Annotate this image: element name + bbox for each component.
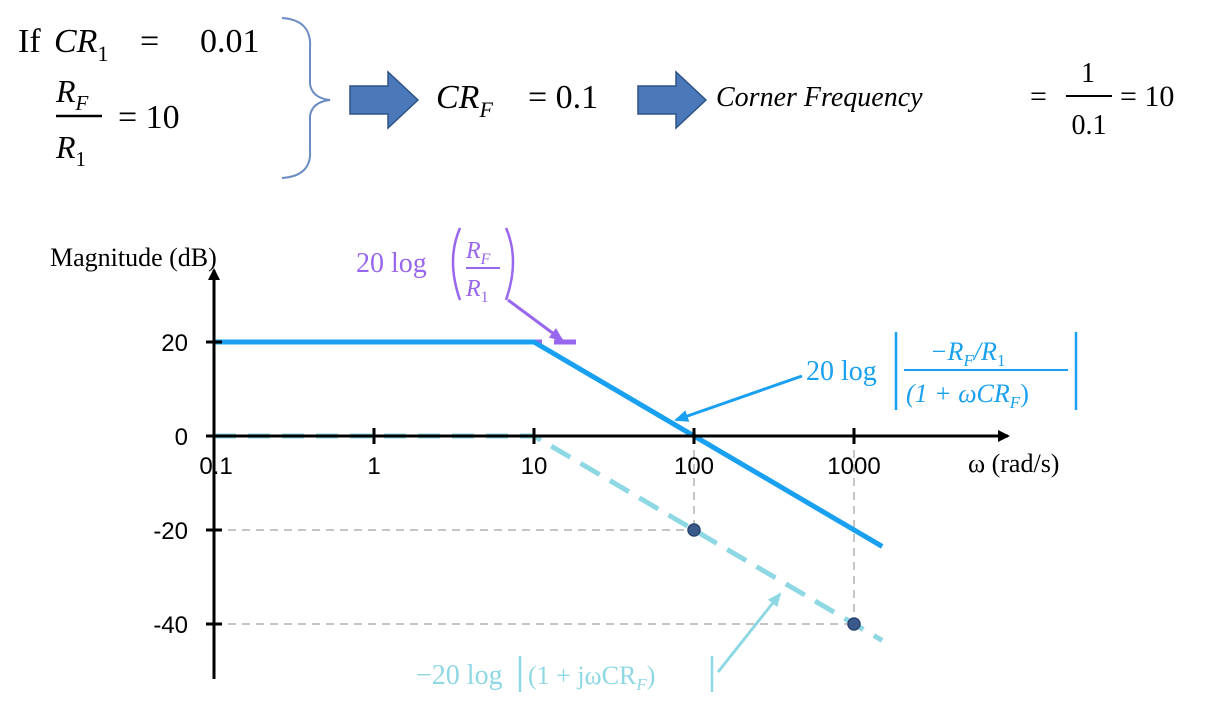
total-label-num: −RF/R1 — [930, 337, 1005, 370]
equation-block: If CR1 = 0.01 RF R1 = 10 CRF = 0.1 Corne… — [18, 17, 1174, 179]
pole-label-body: (1 + jωCRF) — [528, 661, 655, 694]
cond2-rhs: = 10 — [118, 99, 180, 136]
flat-label-pointer — [507, 298, 564, 342]
highlight-points — [687, 523, 861, 631]
pole-label-pointer — [716, 592, 782, 673]
corner-label: Corner Frequency — [716, 82, 923, 113]
arrow-right-icon — [637, 70, 708, 130]
y-tick-label: 0 — [175, 424, 188, 451]
total-response-line — [214, 339, 884, 549]
corner-value: = 10 — [1120, 80, 1174, 113]
brace-shape — [281, 17, 331, 179]
flat-asymptote-label: 20 log RF R1 — [356, 227, 515, 306]
x-axis-label: ω (rad/s) — [968, 449, 1059, 478]
x-tick-label: 10 — [521, 453, 548, 480]
x-tick-label: 1 — [367, 453, 380, 480]
bode-magnitude-plot: 0.1 1 10 100 1000 20 0 -20 -40 Magnitude (dB) ω … — [50, 227, 1078, 694]
x-tick-label: 0.1 — [199, 453, 232, 480]
data-point — [687, 523, 701, 537]
pole-response-label: −20 log (1 + jωCRF) — [416, 656, 714, 694]
total-label-pointer — [674, 374, 803, 422]
cond2-denominator: R1 — [55, 129, 86, 171]
corner-denominator: 0.1 — [1072, 110, 1107, 141]
x-tick-label: 100 — [674, 453, 714, 480]
flat-label-num: RF — [465, 238, 491, 268]
corner-eq: = — [1030, 80, 1047, 113]
x-tick-label: 1000 — [827, 453, 880, 480]
pole-response-line — [214, 433, 884, 643]
result-rhs: = 0.1 — [528, 79, 598, 116]
cond2-numerator: RF — [55, 73, 89, 115]
cond1-rhs: 0.01 — [200, 23, 260, 60]
axis-ticks: 0.1 1 10 100 1000 20 0 -20 -40 — [153, 330, 880, 639]
arrow-right-icon — [349, 70, 420, 130]
cond1-lhs: CR1 — [54, 23, 108, 66]
right-paren-shape — [504, 227, 515, 301]
total-label-prefix: 20 log — [806, 356, 877, 387]
y-tick-label: -20 — [153, 518, 188, 545]
left-paren-shape — [451, 227, 462, 301]
data-point — [847, 617, 861, 631]
cond1-eq: = — [140, 23, 159, 60]
result-lhs: CRF — [436, 79, 493, 122]
y-axis-label: Magnitude (dB) — [50, 243, 217, 272]
series-layer — [214, 339, 884, 643]
total-response-label: 20 log −RF/R1 (1 + ωCRF) — [806, 332, 1078, 412]
y-tick-label: -40 — [153, 612, 188, 639]
corner-numerator: 1 — [1081, 58, 1095, 89]
total-label-den: (1 + ωCRF) — [906, 379, 1029, 412]
pole-label-prefix: −20 log — [416, 660, 503, 691]
y-tick-label: 20 — [161, 330, 188, 357]
flat-label-prefix: 20 log — [356, 248, 427, 279]
cond1-prefix: If — [18, 23, 41, 60]
flat-label-den: R1 — [465, 276, 489, 306]
guide-lines — [214, 436, 855, 625]
